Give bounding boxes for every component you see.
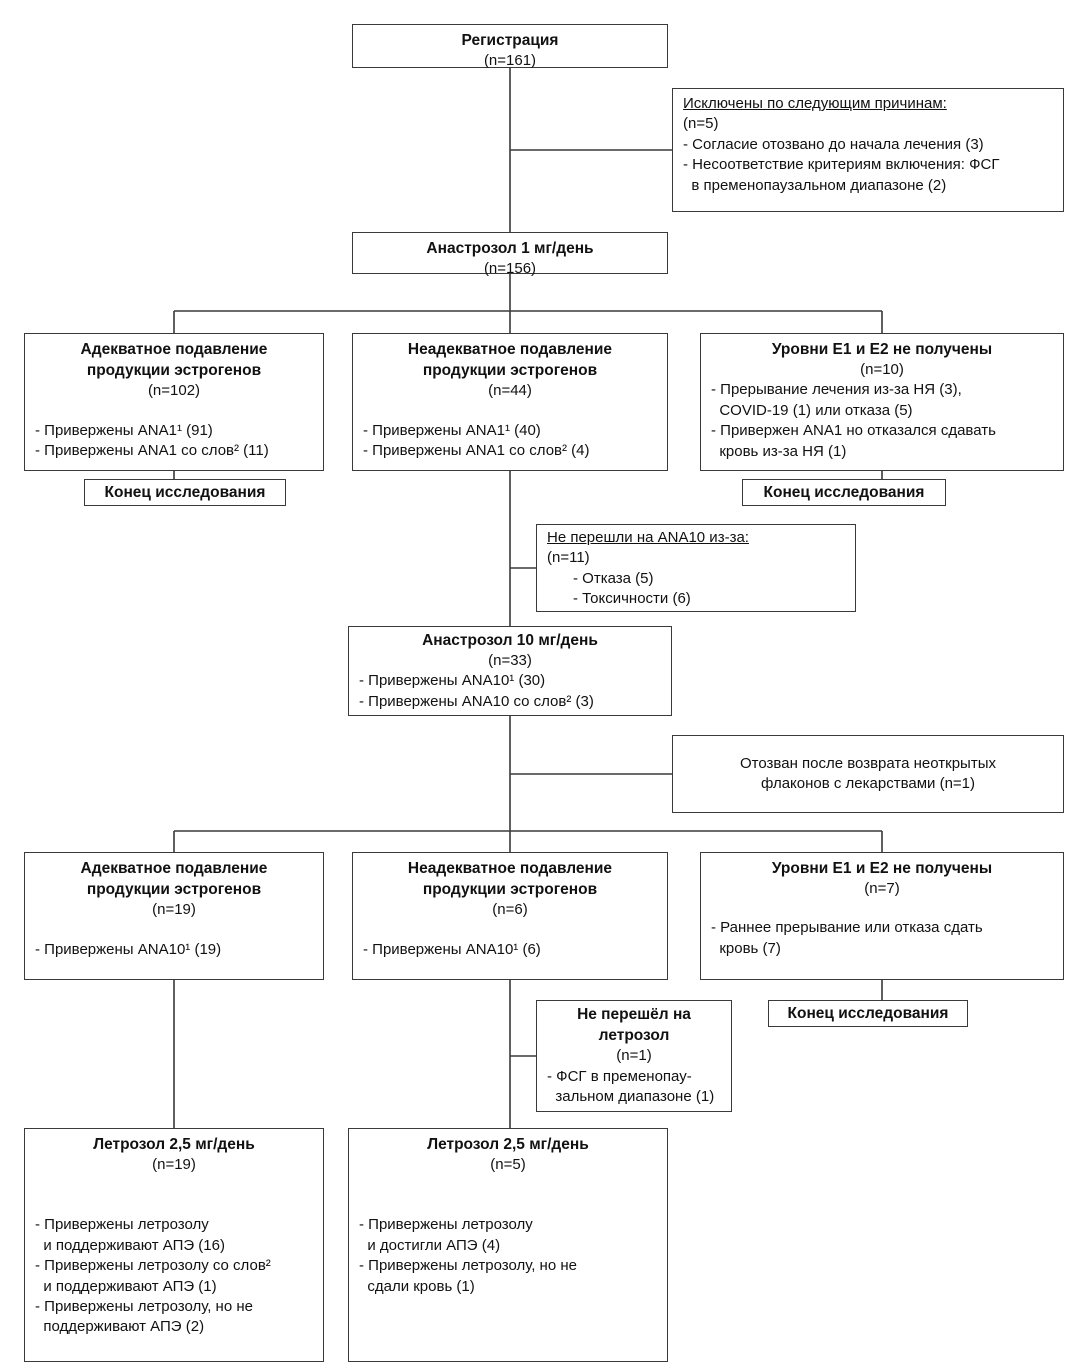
adequate-suppression-2-items: - Привержены ANA10¹ (19) bbox=[35, 940, 313, 960]
withdrawn-box: Отозван после возврата неоткрытых флакон… bbox=[672, 735, 1064, 813]
adequate-suppression-2-box: Адекватное подавление продукции эстроген… bbox=[24, 852, 324, 980]
no-switch-ana10-title: Не перешли на ANA10 из-за: bbox=[547, 529, 749, 546]
no-switch-ana10-item: - Токсичности (6) bbox=[573, 590, 691, 608]
letrozole-left-title: Летрозол 2,5 мг/день bbox=[93, 1136, 255, 1153]
letrozole-left-item: - Привержены летрозолу, но не поддержива… bbox=[35, 1298, 253, 1336]
excluded-n: (n=5) bbox=[683, 115, 719, 133]
letrozole-left-item: - Привержены летрозолу со слов² и поддер… bbox=[35, 1257, 271, 1295]
registration-title: Регистрация bbox=[461, 32, 559, 49]
excluded-title: Исключены по следующим причинам: bbox=[683, 95, 947, 112]
letrozole-middle-item: - Привержены летрозолу, но не сдали кров… bbox=[359, 1257, 577, 1295]
letrozole-middle-box: Летрозол 2,5 мг/день (n=5) - Привержены … bbox=[348, 1128, 668, 1362]
adequate-suppression-1-items: - Привержены ANA1¹ (91) - Привержены ANA… bbox=[35, 421, 313, 462]
registration-box: Регистрация (n=161) bbox=[352, 24, 668, 70]
letrozole-middle-item: - Привержены летрозолу и достигли АПЭ (4… bbox=[359, 1216, 533, 1254]
inadequate-suppression-1-items: - Привержены ANA1¹ (40) - Привержены ANA… bbox=[363, 421, 657, 462]
end-of-study-box-right-1: Конец исследования bbox=[742, 479, 946, 506]
end-of-study-box-left-1: Конец исследования bbox=[84, 479, 286, 506]
no-switch-letrozole-title: Не перешёл на летрозол bbox=[577, 1006, 691, 1045]
letrozole-middle-title: Летрозол 2,5 мг/день bbox=[427, 1136, 589, 1153]
levels-not-obtained-1-title: Уровни Е1 и Е2 не получены bbox=[771, 341, 993, 358]
letrozole-left-item: - Привержены летрозолу и поддерживают АП… bbox=[35, 1216, 225, 1254]
end-of-study-label: Конец исследования bbox=[104, 483, 266, 501]
adequate-suppression-1-n: (n=102) bbox=[147, 382, 201, 400]
end-of-study-label: Конец исследования bbox=[787, 1004, 949, 1022]
levels-not-obtained-1-item: - Прерывание лечения из-за НЯ (3), COVID… bbox=[711, 381, 962, 419]
levels-not-obtained-2-item: - Раннее прерывание или отказа сдать кро… bbox=[711, 919, 983, 957]
anastrozole-1mg-n: (n=156) bbox=[483, 260, 537, 278]
excluded-box: Исключены по следующим причинам: (n=5) -… bbox=[672, 88, 1064, 212]
inadequate-suppression-2-n: (n=6) bbox=[492, 901, 528, 919]
anastrozole-10mg-box: Анастрозол 10 мг/день (n=33) - Привержен… bbox=[348, 626, 672, 716]
anastrozole-10mg-n: (n=33) bbox=[488, 652, 532, 670]
excluded-item: - Согласие отозвано до начала лечения (3… bbox=[683, 135, 984, 153]
excluded-items: - Согласие отозвано до начала лечения (3… bbox=[683, 135, 1053, 196]
no-switch-ana10-items: - Отказа (5) - Токсичности (6) bbox=[547, 569, 845, 610]
inadequate-suppression-2-box: Неадекватное подавление продукции эстрог… bbox=[352, 852, 668, 980]
withdrawn-text: Отозван после возврата неоткрытых флакон… bbox=[740, 754, 996, 792]
connector-path bbox=[173, 68, 883, 1128]
no-switch-letrozole-item: - ФСГ в пременопау- зальном диапазоне (1… bbox=[547, 1067, 715, 1105]
adequate-suppression-2-n: (n=19) bbox=[152, 901, 196, 919]
letrozole-left-n: (n=19) bbox=[152, 1156, 196, 1174]
no-switch-letrozole-items: - ФСГ в пременопау- зальном диапазоне (1… bbox=[547, 1067, 721, 1108]
inadequate-suppression-1-box: Неадекватное подавление продукции эстрог… bbox=[352, 333, 668, 471]
adequate-suppression-1-item: - Привержены ANA1 со слов² (11) bbox=[35, 441, 269, 459]
anastrozole-10mg-items: - Привержены ANA10¹ (30) - Привержены AN… bbox=[359, 671, 661, 712]
inadequate-suppression-1-title: Неадекватное подавление продукции эстрог… bbox=[407, 341, 613, 380]
adequate-suppression-1-item: - Привержены ANA1¹ (91) bbox=[35, 421, 213, 439]
levels-not-obtained-2-title: Уровни Е1 и Е2 не получены bbox=[771, 860, 993, 877]
inadequate-suppression-1-item: - Привержены ANA1 со слов² (4) bbox=[363, 441, 590, 459]
anastrozole-1mg-title: Анастрозол 1 мг/день bbox=[426, 240, 594, 257]
levels-not-obtained-1-item: - Привержен ANA1 но отказался сдавать кр… bbox=[711, 422, 996, 460]
adequate-suppression-2-title: Адекватное подавление продукции эстроген… bbox=[80, 860, 268, 899]
inadequate-suppression-2-items: - Привержены ANA10¹ (6) bbox=[363, 940, 657, 960]
anastrozole-1mg-box: Анастрозол 1 мг/день (n=156) bbox=[352, 232, 668, 277]
no-switch-ana10-n: (n=11) bbox=[547, 549, 590, 567]
anastrozole-10mg-item: - Привержены ANA10 со слов² (3) bbox=[359, 692, 594, 710]
inadequate-suppression-1-n: (n=44) bbox=[488, 382, 532, 400]
anastrozole-10mg-item: - Привержены ANA10¹ (30) bbox=[359, 672, 546, 690]
levels-not-obtained-1-box: Уровни Е1 и Е2 не получены (n=10) - Прер… bbox=[700, 333, 1064, 471]
letrozole-left-box: Летрозол 2,5 мг/день (n=19) - Привержены… bbox=[24, 1128, 324, 1362]
adequate-suppression-2-item: - Привержены ANA10¹ (19) bbox=[35, 940, 222, 958]
inadequate-suppression-1-item: - Привержены ANA1¹ (40) bbox=[363, 421, 541, 439]
adequate-suppression-1-box: Адекватное подавление продукции эстроген… bbox=[24, 333, 324, 471]
levels-not-obtained-2-n: (n=7) bbox=[864, 880, 900, 898]
no-switch-ana10-item: - Отказа (5) bbox=[573, 569, 654, 587]
anastrozole-10mg-title: Анастрозол 10 мг/день bbox=[422, 632, 598, 649]
end-of-study-label: Конец исследования bbox=[763, 483, 925, 501]
no-switch-letrozole-box: Не перешёл на летрозол (n=1) - ФСГ в пре… bbox=[536, 1000, 732, 1112]
levels-not-obtained-1-n: (n=10) bbox=[860, 361, 904, 379]
registration-n: (n=161) bbox=[483, 52, 537, 70]
excluded-item: - Несоответствие критериям включения: ФС… bbox=[683, 156, 1000, 194]
levels-not-obtained-2-box: Уровни Е1 и Е2 не получены (n=7) - Ранне… bbox=[700, 852, 1064, 980]
inadequate-suppression-2-item: - Привержены ANA10¹ (6) bbox=[363, 940, 541, 958]
adequate-suppression-1-title: Адекватное подавление продукции эстроген… bbox=[80, 341, 268, 380]
letrozole-middle-n: (n=5) bbox=[490, 1156, 526, 1174]
inadequate-suppression-2-title: Неадекватное подавление продукции эстрог… bbox=[407, 860, 613, 899]
no-switch-ana10-box: Не перешли на ANA10 из-за: (n=11) - Отка… bbox=[536, 524, 856, 612]
letrozole-left-items: - Привержены летрозолу и поддерживают АП… bbox=[35, 1215, 313, 1337]
levels-not-obtained-1-items: - Прерывание лечения из-за НЯ (3), COVID… bbox=[711, 380, 1053, 462]
levels-not-obtained-2-items: - Раннее прерывание или отказа сдать кро… bbox=[711, 918, 1053, 959]
no-switch-letrozole-n: (n=1) bbox=[616, 1047, 652, 1065]
letrozole-middle-items: - Привержены летрозолу и достигли АПЭ (4… bbox=[359, 1215, 657, 1297]
end-of-study-box-right-2: Конец исследования bbox=[768, 1000, 968, 1027]
